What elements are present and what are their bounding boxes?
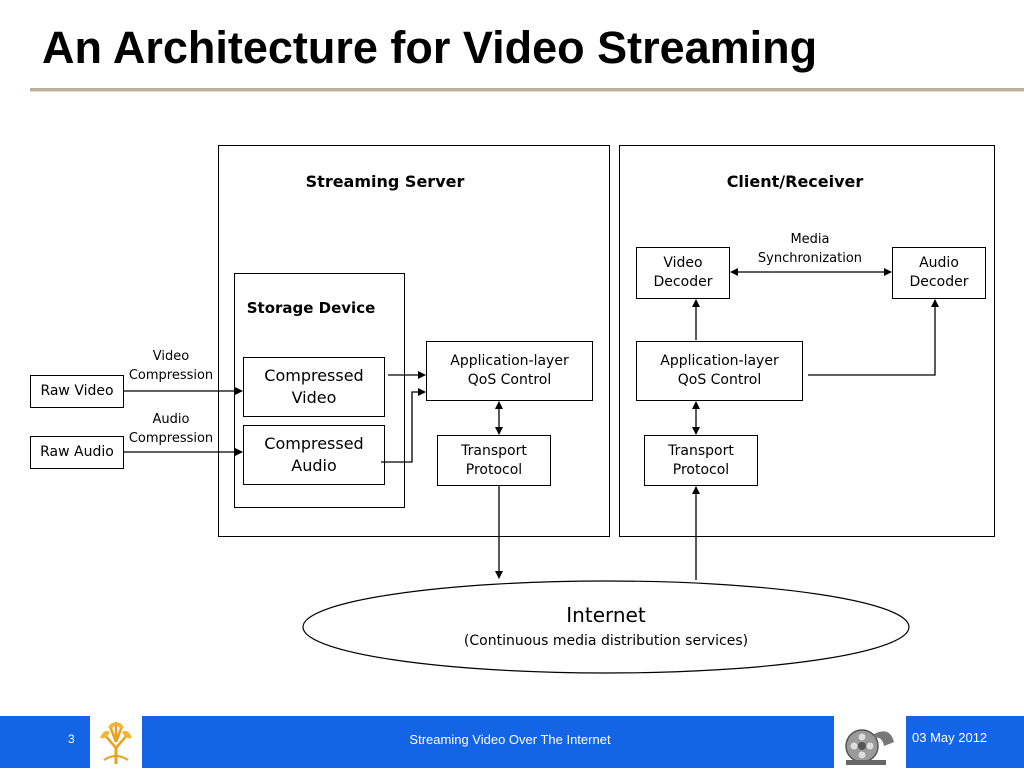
slide-title: An Architecture for Video Streaming: [42, 22, 818, 73]
film-reel-icon: [834, 716, 906, 768]
internet-title: Internet: [566, 603, 646, 627]
footer-date: 03 May 2012: [912, 730, 988, 745]
video-compression-label: Video Compression: [124, 348, 218, 386]
server-qos-line1: Application-layer: [450, 353, 569, 370]
client-qos-line2: QoS Control: [677, 372, 762, 388]
audio-compression-label: Audio Compression: [124, 411, 218, 449]
slide-footer: 3 Streaming Video Over The Internet 03 M…: [0, 716, 1024, 768]
video-decoder-line1: Video: [663, 255, 703, 272]
client-transport-line1: Transport: [668, 442, 734, 459]
media-synchronization-label: Media Synchronization: [740, 231, 880, 269]
client-qos-line1: Application-layer: [660, 353, 779, 370]
server-transport-line2: Protocol: [465, 461, 523, 478]
video-compression-line1: Video: [152, 349, 190, 364]
compressed-video-line2: Video: [291, 388, 337, 407]
client-transport-line2: Protocol: [672, 461, 730, 478]
video-compression-line2: Compression: [128, 367, 214, 383]
audio-decoder-line2: Decoder: [909, 274, 969, 290]
footer-presentation-title: Streaming Video Over The Internet: [409, 732, 611, 747]
page-number: 3: [68, 732, 75, 746]
audio-compression-line2: Compression: [128, 430, 214, 446]
server-qos-line2: QoS Control: [467, 372, 552, 388]
compressed-video-line1: Compressed: [264, 366, 364, 386]
storage-device-heading: Storage Device: [246, 299, 376, 317]
server-transport-line1: Transport: [461, 442, 527, 459]
compressed-audio-line2: Audio: [291, 456, 337, 475]
internet-subtitle: (Continuous media distribution services): [463, 633, 749, 649]
client-receiver-heading: Client/Receiver: [726, 172, 864, 191]
compressed-audio-line1: Compressed: [264, 434, 364, 454]
internet-ellipse: [302, 580, 910, 674]
raw-video-box: Raw Video: [30, 375, 124, 408]
audio-decoder-line1: Audio: [919, 255, 959, 272]
media-sync-line2: Synchronization: [757, 250, 863, 266]
audio-compression-line1: Audio: [152, 412, 190, 427]
raw-video-label: Raw Video: [40, 383, 114, 400]
raw-audio-label: Raw Audio: [40, 444, 114, 461]
video-decoder-line2: Decoder: [653, 274, 713, 290]
raw-audio-box: Raw Audio: [30, 436, 124, 469]
tree-logo-icon: [90, 716, 142, 768]
title-divider-shadow: [30, 91, 1024, 92]
title-divider: [30, 88, 1024, 91]
streaming-server-heading: Streaming Server: [305, 172, 465, 191]
media-sync-line1: Media: [790, 232, 830, 247]
